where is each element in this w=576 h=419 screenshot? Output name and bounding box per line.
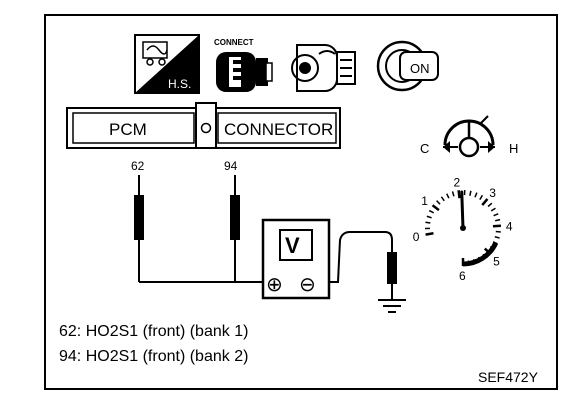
tachometer-tick bbox=[495, 220, 500, 221]
pcm-label: PCM bbox=[109, 120, 147, 139]
pin-94-label: 94 bbox=[224, 159, 238, 173]
tachometer-scale-label: 2 bbox=[454, 175, 461, 189]
tachometer-scale-label: 3 bbox=[489, 186, 496, 200]
ignition-key-icon: ON bbox=[378, 42, 438, 90]
tachometer-tick bbox=[495, 237, 500, 238]
tachometer-tick bbox=[441, 197, 444, 201]
connect-label: CONNECT bbox=[214, 38, 254, 47]
tachometer-tick bbox=[480, 195, 483, 199]
tachometer-tick bbox=[491, 208, 495, 211]
tachometer-tick bbox=[459, 190, 460, 198]
tachometer-tick bbox=[475, 193, 477, 198]
tachometer-tick bbox=[429, 211, 433, 213]
probe-wires bbox=[139, 175, 276, 282]
figure-code: SEF472Y bbox=[478, 369, 539, 385]
probe-pin-94 bbox=[230, 195, 240, 240]
gauge-hot-label: H bbox=[509, 141, 518, 156]
tachometer: 0 1 2 3 4 5 6 bbox=[413, 175, 513, 283]
connector-label: CONNECTOR bbox=[224, 120, 333, 139]
tachometer-tick bbox=[470, 191, 471, 196]
pcm-connector-block: PCM CONNECTOR bbox=[67, 103, 340, 148]
voltmeter: V ⊕ ⊖ bbox=[263, 220, 329, 298]
tachometer-tick bbox=[494, 214, 499, 216]
pin-62-label: 62 bbox=[131, 159, 145, 173]
tachometer-tick bbox=[488, 203, 492, 206]
tachometer-scale-label: 1 bbox=[421, 194, 428, 208]
tachometer-tick bbox=[426, 233, 434, 234]
tachometer-tick bbox=[482, 199, 487, 205]
voltmeter-positive-terminal: ⊕ bbox=[266, 274, 283, 296]
tachometer-tick bbox=[425, 222, 430, 223]
tachometer-tick bbox=[437, 201, 440, 205]
hot-start-label: H.S. bbox=[168, 77, 191, 91]
tachometer-needle bbox=[462, 192, 463, 228]
temperature-gauge-icon: C H bbox=[420, 116, 518, 156]
tachometer-scale-label: 6 bbox=[459, 269, 466, 283]
tachometer-tick bbox=[453, 191, 454, 196]
tachometer-tick bbox=[433, 205, 439, 210]
legend-line-94: 94: HO2S1 (front) (bank 2) bbox=[59, 348, 248, 365]
probe-pin-62 bbox=[134, 195, 144, 240]
ground-icon bbox=[378, 300, 406, 312]
hot-start-icon: H.S. bbox=[135, 35, 199, 93]
tachometer-scale-label: 5 bbox=[493, 254, 500, 268]
legend-line-62: 62: HO2S1 (front) (bank 1) bbox=[59, 323, 248, 340]
tachometer-scale-label: 4 bbox=[506, 219, 513, 233]
connector-icon: CONNECT bbox=[214, 38, 272, 92]
tachometer-tick bbox=[496, 231, 501, 232]
voltmeter-negative-terminal: ⊖ bbox=[299, 274, 316, 296]
voltmeter-display-label: V bbox=[285, 233, 300, 258]
connector-unplug-icon bbox=[292, 45, 355, 91]
tachometer-hub bbox=[460, 225, 466, 231]
gauge-cold-label: C bbox=[420, 141, 429, 156]
ignition-on-label: ON bbox=[410, 61, 430, 76]
tachometer-tick bbox=[447, 194, 449, 199]
tachometer-scale-label: 0 bbox=[413, 230, 420, 244]
tachometer-tick bbox=[427, 216, 432, 218]
